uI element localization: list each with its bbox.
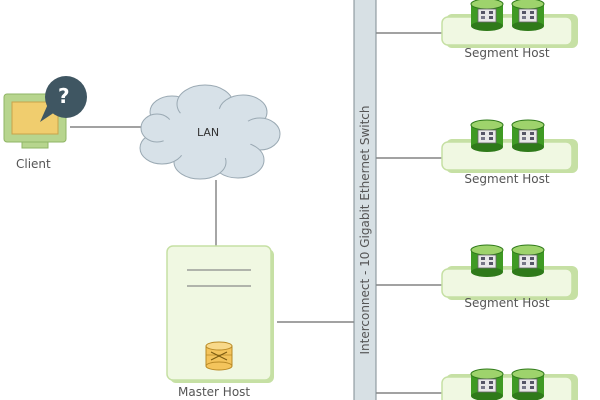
client-label: Client (16, 157, 51, 171)
question-badge: ? (58, 84, 70, 108)
lan-label: LAN (197, 126, 220, 139)
connection-lines (70, 32, 442, 394)
segment-host-1 (441, 0, 578, 48)
segment-host-label: Segment Host (464, 172, 550, 186)
disk-icon (511, 0, 545, 32)
segment-host-3 (441, 244, 578, 300)
disk-icon (470, 119, 504, 153)
segment-host-2 (441, 119, 578, 173)
segment-host-4 (441, 368, 578, 400)
segment-host-label: Segment Host (464, 296, 550, 310)
question-bubble-icon (40, 76, 87, 122)
disk-icon (470, 368, 504, 400)
segment-host-label: Segment Host (464, 46, 550, 60)
master-host-server (166, 245, 274, 383)
disk-icon (511, 119, 545, 153)
disk-icon (470, 244, 504, 278)
disk-icon (470, 0, 504, 32)
disk-icon (511, 244, 545, 278)
switch-label: Interconnect - 10 Gigabit Ethernet Switc… (358, 105, 372, 355)
interconnect-switch (353, 0, 377, 400)
disk-icon (511, 368, 545, 400)
master-host-label: Master Host (178, 385, 251, 399)
master-database-icon (205, 341, 233, 371)
